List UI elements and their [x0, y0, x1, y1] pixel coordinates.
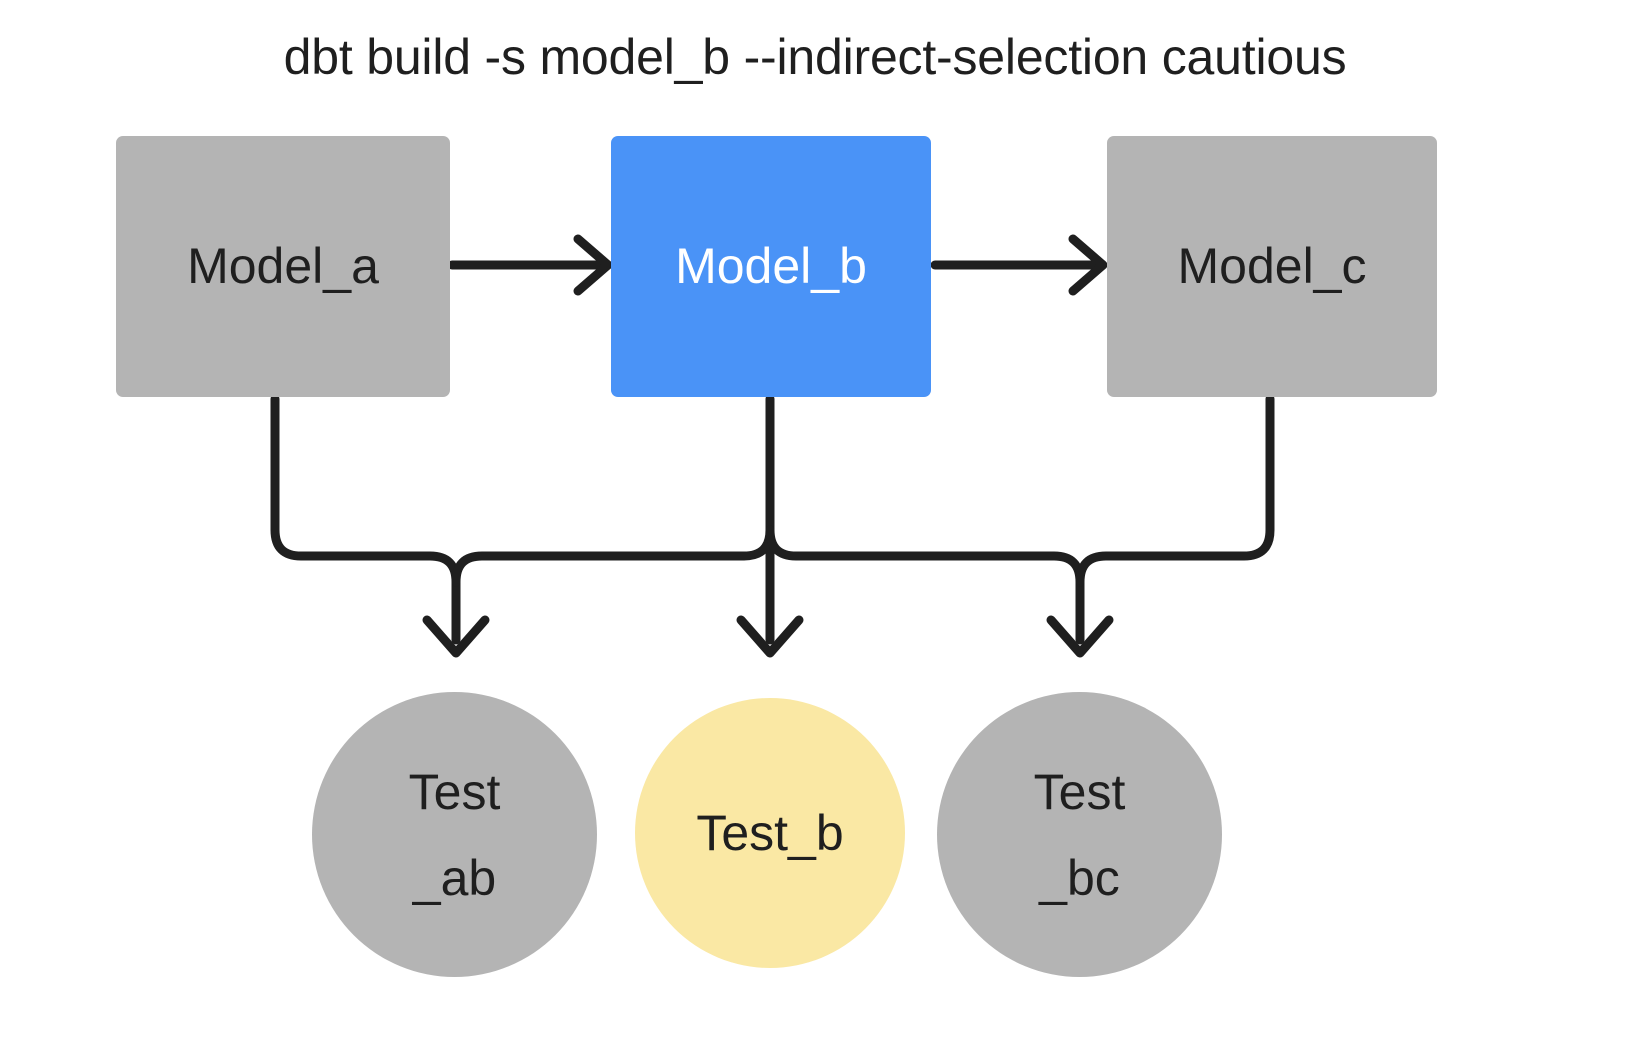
node-model-c-label: Model_c [1177, 238, 1367, 295]
arrowhead-to-test-bc [1046, 615, 1114, 658]
node-test-ab-label: Test _ab [408, 763, 501, 906]
arrowhead-to-test-b [736, 615, 804, 658]
edge-model-b-to-test-bc [765, 525, 1085, 645]
node-test-b[interactable]: Test_b [635, 698, 905, 968]
node-test-bc[interactable]: Test _bc [937, 692, 1222, 977]
node-model-b-label: Model_b [675, 238, 867, 295]
edge-model-a-to-test-ab [270, 394, 461, 645]
arrowhead-model-a-to-model-b [573, 234, 613, 296]
page-title: dbt build -s model_b --indirect-selectio… [283, 29, 1347, 85]
arrowhead-model-b-to-model-c [1068, 234, 1108, 296]
node-model-b[interactable]: Model_b [611, 136, 931, 397]
node-test-b-label: Test_b [696, 804, 844, 861]
node-model-a[interactable]: Model_a [116, 136, 450, 397]
edge-model-b-to-test-ab [451, 525, 775, 587]
node-test-bc-label: Test _bc [1033, 763, 1126, 906]
edge-model-c-to-test-bc [1075, 394, 1275, 587]
node-model-a-label: Model_a [187, 238, 379, 295]
arrowhead-to-test-ab [422, 615, 490, 658]
node-model-c[interactable]: Model_c [1107, 136, 1437, 397]
node-test-ab[interactable]: Test _ab [312, 692, 597, 977]
